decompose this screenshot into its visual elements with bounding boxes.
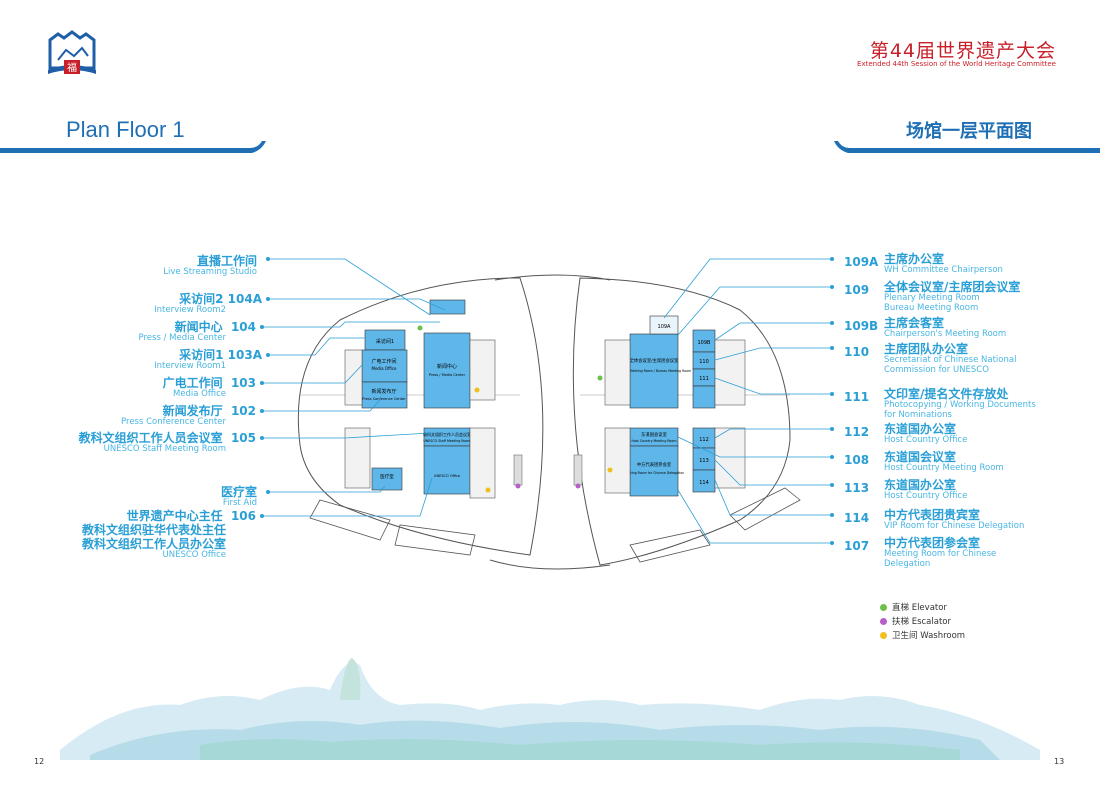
washroom-icon <box>880 631 887 639</box>
label-104a: 采访间2 104A Interview Room2 <box>154 292 262 315</box>
label-first-aid: 医疗室 First Aid <box>220 485 257 508</box>
building-outline-right <box>572 277 791 566</box>
elevator-icon <box>880 603 887 611</box>
washroom-marker <box>474 387 480 393</box>
plan-title-zh: 场馆一层平面图 <box>906 121 1032 142</box>
room-114-label: 114 <box>699 480 709 486</box>
room-cn-deleg-label: 中方代表团参会室 <box>637 461 672 468</box>
room-unesco-meeting-en: UNESCO Staff Meeting Room <box>423 439 470 443</box>
room-109a <box>649 315 679 335</box>
heritage-logo-icon: 福 <box>48 30 96 74</box>
room-113-label: 113 <box>699 458 709 464</box>
escalator-marker <box>575 483 581 489</box>
room-plenary <box>629 333 679 409</box>
room-host-meeting-en: Host Country Meeting Room <box>632 439 677 443</box>
label-102: 新闻发布厅 102 Press Conference Center <box>121 404 256 427</box>
room-media-office-label: 广电工作间 <box>371 358 396 365</box>
leader-lines-left <box>262 258 446 517</box>
legend-escalator: 扶梯 Escalator <box>880 615 951 627</box>
plan-title-en: Plan Floor 1 <box>66 117 185 142</box>
room-media-office <box>361 349 408 383</box>
leader-dots-left <box>260 257 270 518</box>
room-first-aid <box>371 467 403 491</box>
label-104: 新闻中心 104 Press / Media Center <box>138 320 256 343</box>
room-plenary-label: 全体会议室/主席团会议室 <box>630 357 679 364</box>
room-press-center <box>423 332 471 409</box>
label-106: 世界遗产中心主任 106 教科文组织驻华代表处主任 教科文组织工作人员办公室 U… <box>81 509 256 560</box>
room-109a-label: 109A <box>658 324 672 330</box>
leader-lines-right <box>663 258 832 544</box>
room-media-office-en: Media Office <box>372 366 398 371</box>
room-cn-deleg-en: Meeting Room for Chinese Delegation <box>624 471 684 475</box>
page-number-left: 12 <box>34 757 45 766</box>
logo-glyph: 福 <box>67 61 77 74</box>
room-110-label: 110 <box>699 359 709 365</box>
room-press-center-label: 新闻中心 <box>437 363 457 370</box>
room-unesco-meeting <box>423 427 471 447</box>
washroom-marker <box>485 487 491 493</box>
room-unesco-office <box>423 445 471 495</box>
room-109b-label: 109B <box>698 340 712 346</box>
escalator-left <box>513 454 523 486</box>
landscape-illustration <box>60 658 1040 760</box>
washroom-marker <box>607 467 613 473</box>
elevator-marker <box>417 325 423 331</box>
label-live-streaming: 直播工作间 Live Streaming Studio <box>163 254 257 277</box>
leader-dots-right <box>830 257 834 545</box>
room-press-center-en: Press / Media Center <box>429 373 466 377</box>
room-host-meeting-label: 东道国会议室 <box>641 431 667 438</box>
legend-elevator: 直梯 Elevator <box>880 601 947 613</box>
room-interview1-label: 采访间1 <box>376 338 394 345</box>
room-unesco-meeting-label: 教科文组织工作人员会议室 <box>423 431 471 437</box>
escalator-right <box>573 454 583 486</box>
label-105: 教科文组织工作人员会议室 105 UNESCO Staff Meeting Ro… <box>78 431 256 454</box>
room-112-label: 112 <box>699 437 709 443</box>
escalator-icon <box>880 617 887 625</box>
room-first-aid-label: 医疗室 <box>380 473 394 480</box>
room-press-conf-en: Press Conference Center <box>362 397 406 401</box>
escalator-marker <box>515 483 521 489</box>
legend-washroom: 卫生间 Washroom <box>880 629 965 641</box>
header-rule <box>0 141 1100 153</box>
room-plenary-en: Plenary Meeting Room / Bureau Meeting Ro… <box>617 369 691 373</box>
event-title: 第44届世界遗产大会 <box>869 40 1056 62</box>
elevator-marker <box>597 375 603 381</box>
room-press-conf-label: 新闻发布厅 <box>371 388 396 395</box>
room-unesco-office-label: UNESCO Office <box>434 474 460 478</box>
room-111-label: 111 <box>699 376 709 382</box>
page-number-right: 13 <box>1054 757 1065 766</box>
event-subtitle: Extended 44th Session of the World Herit… <box>857 60 1056 68</box>
label-103a: 采访间1 103A Interview Room1 <box>154 348 262 371</box>
label-103: 广电工作间 103 Media Office <box>162 376 256 399</box>
room-press-conf <box>361 381 408 409</box>
